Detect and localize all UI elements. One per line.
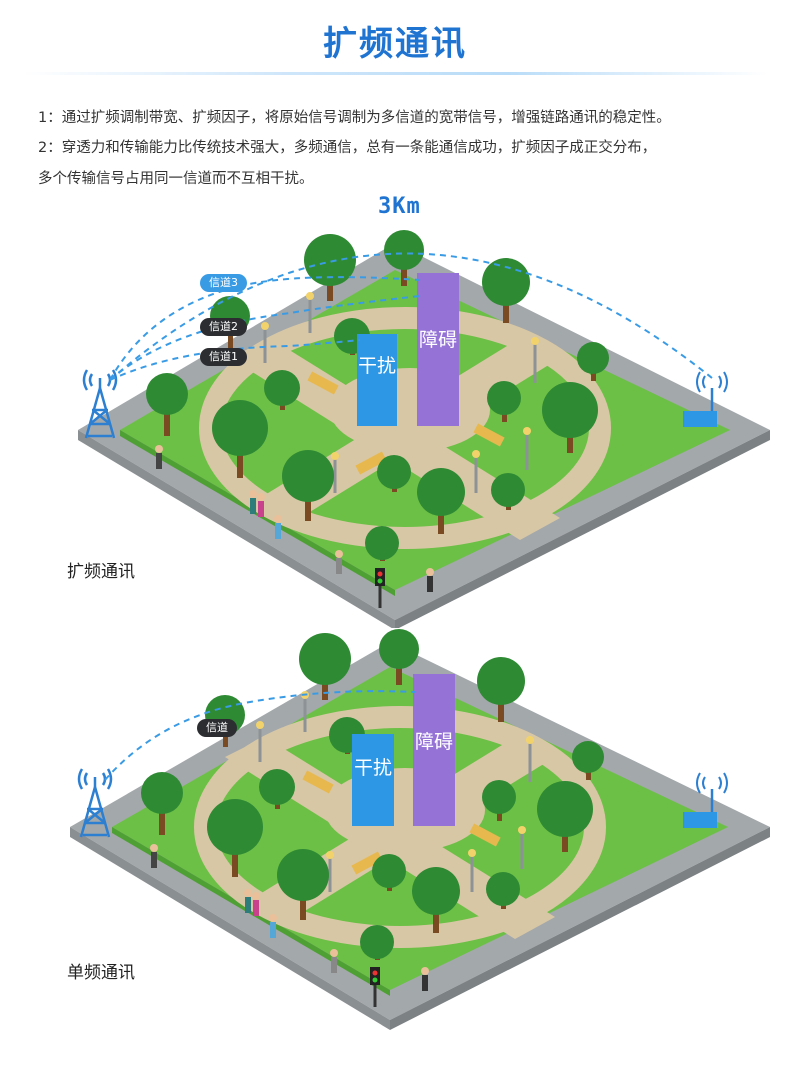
lamp-lights <box>261 292 539 460</box>
receiver-icon <box>683 371 728 427</box>
ring-path <box>194 706 606 948</box>
tower-icon <box>77 768 113 838</box>
bench <box>302 770 334 794</box>
bench <box>473 423 505 447</box>
distance-label: 3Km <box>378 194 421 219</box>
obstacle-bar <box>417 273 459 426</box>
channel-1-label: 信道1 <box>200 348 247 366</box>
road-edge-left <box>70 827 390 1030</box>
lamp-posts <box>263 298 537 493</box>
channel-3-label: 信道3 <box>200 274 247 292</box>
intro-line-2: 2：穿透力和传输能力比传统技术强大，多频通信，总有一条能通信成功，扩频因子成正交… <box>38 140 657 156</box>
obstacle-label: 障碍 <box>414 731 453 753</box>
channel-label: 信道 <box>197 719 237 737</box>
park-scene-top <box>78 230 770 630</box>
bench <box>469 823 501 847</box>
single-frequency-caption: 单频通讯 <box>67 963 135 983</box>
spread-spectrum-caption: 扩频通讯 <box>67 562 135 582</box>
road-edge-right <box>395 430 770 630</box>
road-edge-left <box>78 430 395 630</box>
spread-spectrum-diagram: 3Km 信道3 信道2 信道1 干扰 障碍 <box>0 188 790 630</box>
obstacle-bar <box>413 674 455 826</box>
intro-line-1: 1：通过扩频调制带宽、扩频因子，将原始信号调制为多信道的宽带信号，增强链路通讯的… <box>38 110 671 126</box>
traffic-light <box>370 967 380 1007</box>
signal-lines <box>104 690 416 781</box>
page-title: 扩频通讯 <box>323 24 467 64</box>
bench <box>351 851 383 875</box>
bench <box>307 371 339 395</box>
interference-label: 干扰 <box>353 757 392 779</box>
title-divider <box>22 72 768 75</box>
pedestrians <box>155 445 434 592</box>
ring-path <box>199 307 611 549</box>
park-scene-bottom <box>70 629 770 1030</box>
interference-label: 干扰 <box>357 355 396 377</box>
lamp-lights <box>256 691 534 859</box>
road-edge-right <box>390 827 770 1030</box>
lamp-posts <box>258 697 532 892</box>
grass-edge <box>120 430 395 596</box>
intro-line-3: 多个传输信号占用同一信道而不互相干扰。 <box>38 171 314 187</box>
bench <box>355 451 387 475</box>
interference-bar <box>357 334 397 426</box>
receiver-icon <box>683 772 728 828</box>
single-frequency-diagram: 信道 干扰 障碍 <box>0 622 790 1082</box>
traffic-light <box>375 568 385 608</box>
interference-bar <box>352 734 394 826</box>
trees <box>141 629 604 960</box>
pedestrians <box>150 844 429 991</box>
obstacle-label: 障碍 <box>418 329 457 351</box>
channel-2-label: 信道2 <box>200 318 247 336</box>
